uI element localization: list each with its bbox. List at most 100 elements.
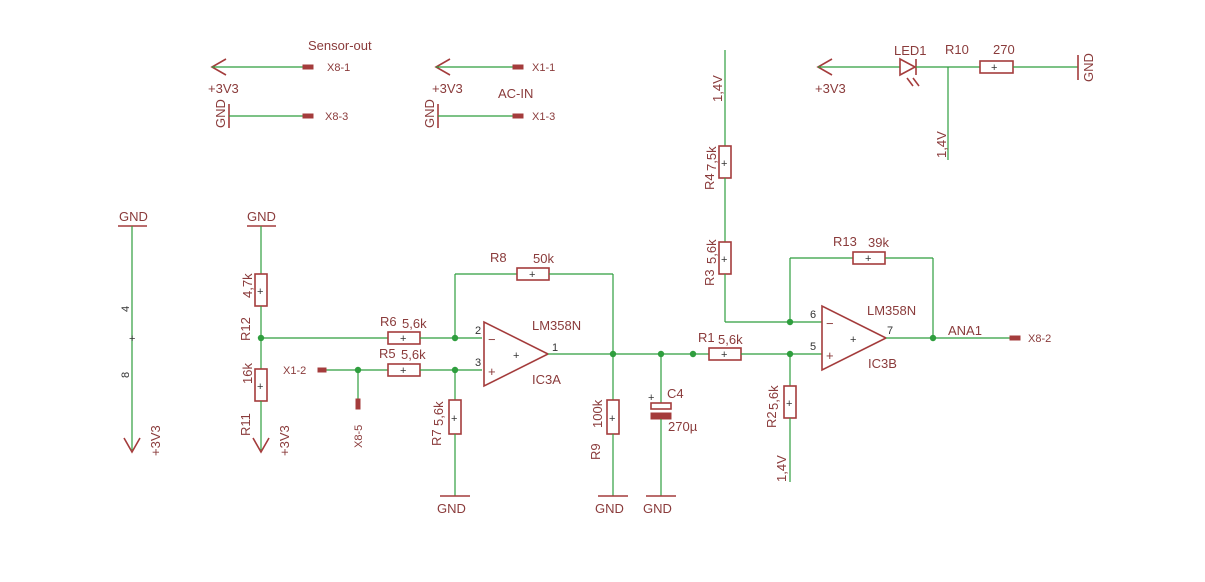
- pin-label-x1-1: X1-1: [532, 62, 555, 74]
- r3-value: 5,6k: [704, 239, 719, 264]
- label-ac-in: AC-IN: [498, 86, 533, 101]
- ic3b-value: LM358N: [867, 303, 916, 318]
- ic3b-pin-6: 6: [810, 309, 816, 321]
- svg-text:+: +: [257, 381, 263, 393]
- c4-name: C4: [667, 386, 684, 401]
- ic3a-pin-2: 2: [475, 325, 481, 337]
- svg-text:+: +: [451, 413, 457, 425]
- svg-text:+: +: [865, 253, 871, 265]
- ic3a-pin-1: 1: [552, 342, 558, 354]
- pin-label-x8-5: X8-5: [353, 425, 365, 448]
- svg-text:+: +: [850, 334, 856, 346]
- svg-text:+: +: [721, 254, 727, 266]
- gnd-label-x8-3: GND: [213, 99, 228, 128]
- connector-x8-3: GND X8-3: [213, 99, 348, 128]
- r7-value: 5,6k: [431, 401, 446, 426]
- r3-name: R3: [702, 269, 717, 286]
- pin-8: 8: [120, 372, 132, 378]
- ic3b-name: IC3B: [868, 356, 897, 371]
- r6-name: R6: [380, 314, 397, 329]
- gnd-label-x1-3: GND: [422, 99, 437, 128]
- c4-capacitor: [650, 402, 672, 420]
- ic3b-minus: −: [826, 316, 834, 331]
- r12-name: R12: [238, 317, 253, 341]
- pin-4: 4: [120, 306, 132, 312]
- r9-name: R9: [588, 443, 603, 460]
- svg-text:+: +: [991, 62, 997, 74]
- r4-name: R4: [702, 173, 717, 190]
- r8-name: R8: [490, 250, 507, 265]
- svg-text:+: +: [257, 286, 263, 298]
- ic3a-pin-3: 3: [475, 357, 481, 369]
- connector-x8-1: +3V3 Sensor-out X8-1: [208, 38, 372, 96]
- reference-divider: 1,4V + 7,5k R4 + 5,6k R3: [702, 50, 822, 326]
- ic3a-plus: +: [488, 364, 496, 379]
- svg-text:+: +: [400, 333, 406, 345]
- ic3b-triangle: [821, 304, 888, 372]
- supply-mark: +: [129, 333, 135, 345]
- ic3b-pin-5: 5: [810, 341, 816, 353]
- gnd-label-c4: GND: [643, 501, 672, 516]
- r7-name: R7: [429, 429, 444, 446]
- led-circuit: +3V3 LED1 1,4V + R10 270 GND: [815, 42, 1096, 160]
- net-label-3v3-a: +3V3: [208, 81, 239, 96]
- ic3a-triangle: [483, 320, 550, 388]
- divider-r12-r11: GND + 4,7k R12 + 16k R11 +3V3: [238, 209, 292, 456]
- input-network: + R6 5,6k X1-2 X8-5 + R5 5,6k + 5,6k R7 …: [257, 314, 482, 516]
- pin-label-x1-3: X1-3: [532, 111, 555, 123]
- c4-value: 270µ: [668, 419, 698, 434]
- r13-value: 39k: [868, 235, 889, 250]
- r8-value: 50k: [533, 251, 554, 266]
- svg-text:+: +: [721, 158, 727, 170]
- net-label-3v3-led: +3V3: [815, 81, 846, 96]
- net-label-1v4-led: 1,4V: [934, 131, 949, 158]
- r10-name: R10: [945, 42, 969, 57]
- r13-name: R13: [833, 234, 857, 249]
- svg-text:+: +: [648, 392, 654, 404]
- filter-stage: + 100k R9 GND + C4 270µ GND + R1 5,6k: [548, 330, 822, 516]
- gnd-label-r9: GND: [595, 501, 624, 516]
- ic3a-value: LM358N: [532, 318, 581, 333]
- svg-text:+: +: [609, 413, 615, 425]
- ic3a-name: IC3A: [532, 372, 561, 387]
- r11-value: 16k: [240, 363, 255, 384]
- connector-x1-1: +3V3 X1-1: [432, 58, 555, 96]
- r1-value: 5,6k: [718, 332, 743, 347]
- r2-branch: + 5,6k R2 1,4V: [764, 354, 797, 482]
- r5-value: 5,6k: [401, 347, 426, 362]
- net-label-3v3-supply: +3V3: [148, 425, 163, 456]
- r2-value: 5,6k: [766, 385, 781, 410]
- led1-symbol: [899, 57, 920, 87]
- connector-x1-3: GND AC-IN X1-3: [422, 86, 555, 128]
- r4-value: 7,5k: [704, 146, 719, 171]
- r10-resistor: +: [979, 60, 1014, 74]
- pin-label-x8-3: X8-3: [325, 111, 348, 123]
- gnd-label-r7: GND: [437, 501, 466, 516]
- svg-text:+: +: [400, 365, 406, 377]
- supply-header: GND 4 + 8 +3V3: [118, 209, 163, 456]
- net-label-1v4-r2: 1,4V: [774, 455, 789, 482]
- r1-name: R1: [698, 330, 715, 345]
- r9-value: 100k: [590, 399, 605, 428]
- r5-name: R5: [379, 346, 396, 361]
- gnd-label-supply: GND: [119, 209, 148, 224]
- ic3b-pin-7: 7: [887, 325, 893, 337]
- pin-label-x1-2: X1-2: [283, 365, 306, 377]
- pin-label-x8-1: X8-1: [327, 62, 350, 74]
- svg-text:+: +: [529, 269, 535, 281]
- opamp-ic3a: + R8 50k − + + 2 3 1 LM358N IC3A: [454, 250, 614, 388]
- r6-value: 5,6k: [402, 316, 427, 331]
- r10-value: 270: [993, 42, 1015, 57]
- r12-value: 4,7k: [240, 273, 255, 298]
- net-label-1v4-top: 1,4V: [710, 75, 725, 102]
- opamp-ic3b: + R13 39k − + + 6 5 7 LM358N IC3B ANA1 X…: [789, 234, 1051, 372]
- net-label-3v3-r11: +3V3: [277, 425, 292, 456]
- svg-text:+: +: [786, 398, 792, 410]
- led1-name: LED1: [894, 43, 927, 58]
- svg-text:+: +: [721, 349, 727, 361]
- ic3a-minus: −: [488, 332, 496, 347]
- gnd-label-r12: GND: [247, 209, 276, 224]
- label-sensor-out: Sensor-out: [308, 38, 372, 53]
- r11-name: R11: [238, 413, 253, 436]
